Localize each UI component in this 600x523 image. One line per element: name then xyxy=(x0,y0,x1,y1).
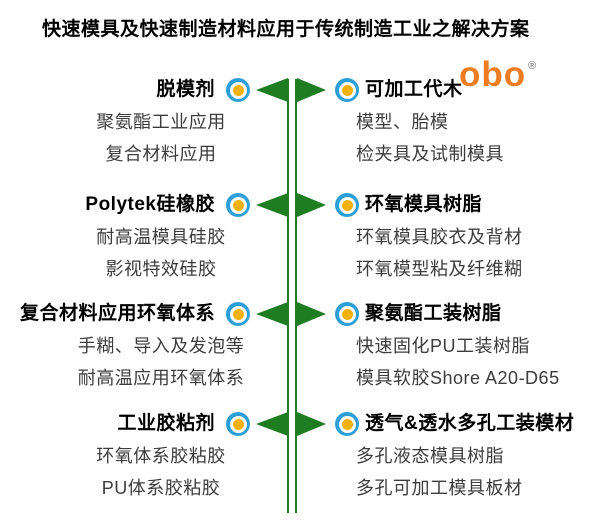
arrow-right-icon xyxy=(297,302,326,326)
category-heading-machinable-board: 可加工代木 xyxy=(365,79,463,100)
category-heading-release-agents: 脱模剂 xyxy=(156,79,215,100)
category-item: 多孔可加工模具板材 xyxy=(356,478,523,498)
arrow-right-icon xyxy=(297,412,326,436)
category-heading-industrial-adhesives: 工业胶粘剂 xyxy=(117,413,215,434)
arrow-left-icon xyxy=(256,412,288,436)
category-item: 手糊、导入及发泡等 xyxy=(77,336,245,356)
category-item: 检夹具及试制模具 xyxy=(356,144,504,164)
arrow-left-icon xyxy=(256,302,288,326)
category-item: 环氧模具胶衣及背材 xyxy=(356,227,523,247)
category-heading-epoxy-tooling-resin: 环氧模具树脂 xyxy=(365,194,483,215)
registered-trademark-icon: ® xyxy=(528,60,537,72)
bullet-target-icon xyxy=(335,302,359,326)
category-item: 多孔液态模具树脂 xyxy=(356,446,504,466)
timeline-spine-line-right xyxy=(295,79,297,513)
bullet-target-icon xyxy=(226,78,250,102)
obo-brand-logo: obo® xyxy=(459,55,537,102)
arrow-left-icon xyxy=(256,193,288,217)
category-item: 环氧体系胶粘胶 xyxy=(96,446,226,466)
category-item: 耐高温模具硅胶 xyxy=(96,227,226,247)
category-item: PU体系胶粘胶 xyxy=(101,478,221,498)
obo-logo-text: obo xyxy=(459,55,527,94)
page-title: 快速模具及快速制造材料应用于传统制造工业之解决方案 xyxy=(42,19,530,40)
bullet-target-icon xyxy=(335,412,359,436)
arrow-right-icon xyxy=(297,193,326,217)
bullet-target-icon xyxy=(335,193,359,217)
category-heading-porous-tooling-material: 透气&透水多孔工装模材 xyxy=(365,413,575,434)
category-heading-silicone-rubber: Polytek硅橡胶 xyxy=(85,194,215,215)
category-item: 聚氨酯工业应用 xyxy=(96,112,226,132)
timeline-spine-line-left xyxy=(287,79,289,513)
category-item: 耐高温应用环氧体系 xyxy=(77,368,245,388)
category-item: 模型、胎模 xyxy=(356,112,449,132)
category-item: 模具软胶Shore A20-D65 xyxy=(356,368,560,388)
category-item: 复合材料应用 xyxy=(105,144,217,164)
bullet-target-icon xyxy=(335,78,359,102)
bullet-target-icon xyxy=(226,193,250,217)
category-heading-pu-tooling-resin: 聚氨酯工装树脂 xyxy=(365,303,502,324)
category-item: 快速固化PU工装树脂 xyxy=(356,336,531,356)
category-heading-composite-epoxy: 复合材料应用环氧体系 xyxy=(19,303,215,324)
category-item: 环氧模型粘及纤维糊 xyxy=(356,259,523,279)
bullet-target-icon xyxy=(226,412,250,436)
category-item: 影视特效硅胶 xyxy=(105,259,217,279)
arrow-right-icon xyxy=(297,78,326,102)
bullet-target-icon xyxy=(226,302,250,326)
arrow-left-icon xyxy=(256,78,288,102)
